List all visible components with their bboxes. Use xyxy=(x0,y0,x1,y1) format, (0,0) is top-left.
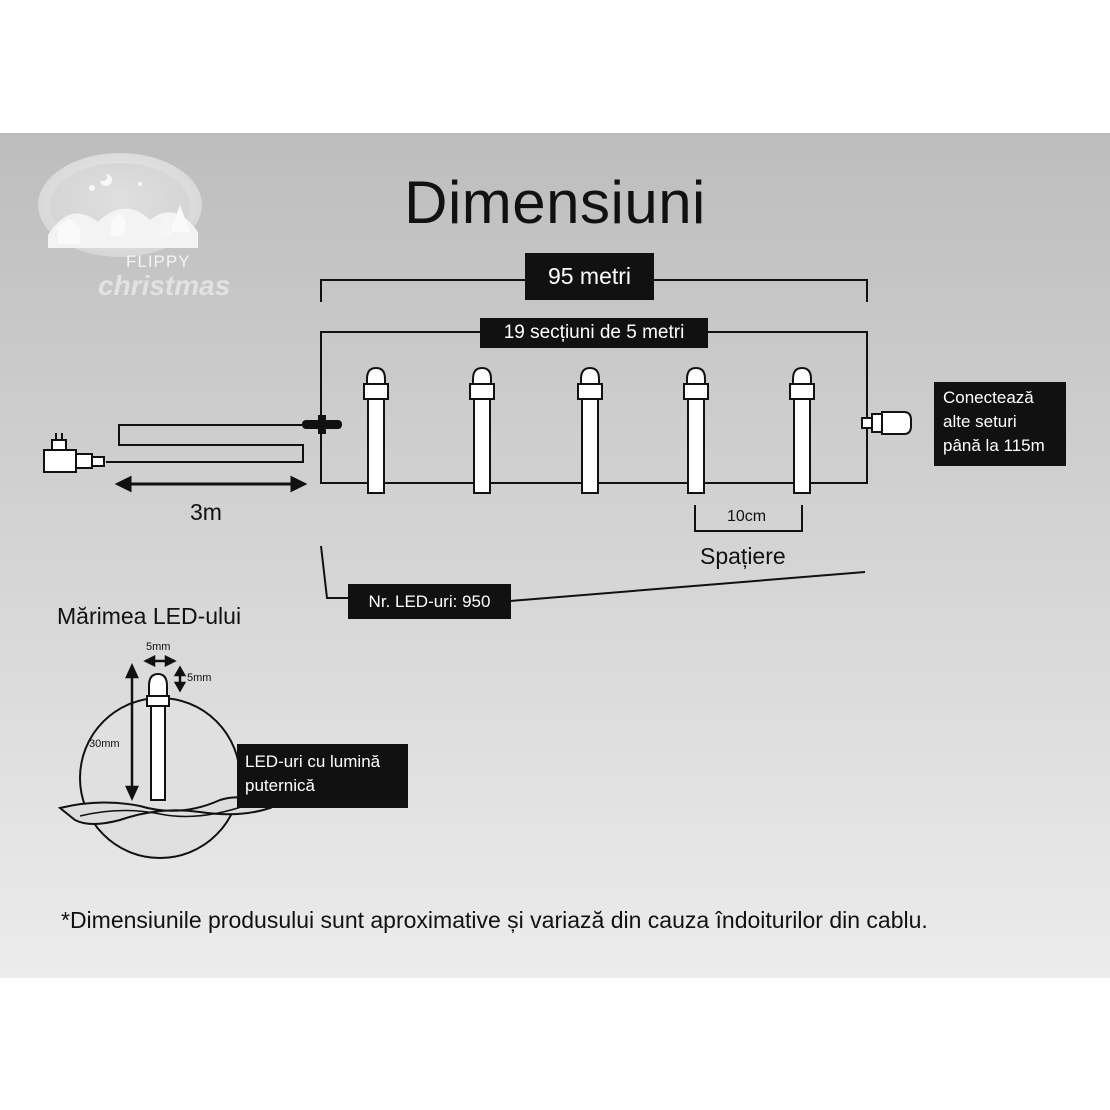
lead-cable xyxy=(106,424,321,463)
end-connector xyxy=(861,411,912,435)
led-count-pointer xyxy=(320,545,350,599)
spacing-caption: Spațiere xyxy=(700,543,786,569)
connect-line-1: Conectează xyxy=(943,388,1034,407)
footnote: *Dimensiunile produsului sunt aproximati… xyxy=(61,907,928,933)
sections-label: 19 secțiuni de 5 metri xyxy=(480,318,708,348)
connect-more-sets-box: Conectează alte seturi până la 115m xyxy=(934,382,1066,466)
led-total-height-label: 30mm xyxy=(89,738,120,750)
led-count-label: Nr. LED-uri: 950 xyxy=(348,584,511,619)
twisted-cable xyxy=(57,796,273,825)
led-size-heading: Mărimea LED-ului xyxy=(57,603,242,629)
led-3 xyxy=(577,366,603,494)
connect-line-3: până la 115m xyxy=(943,436,1045,455)
led-head-height-label: 5mm xyxy=(187,672,212,684)
led-1 xyxy=(363,366,389,494)
led-5 xyxy=(789,366,815,494)
logo-brand-top: FLIPPY xyxy=(126,252,191,271)
page-title: Dimensiuni xyxy=(404,169,706,236)
led-strand-group xyxy=(363,366,815,494)
led-description-line-1: LED-uri cu lumină xyxy=(245,752,381,771)
power-adapter xyxy=(43,433,105,473)
led-4 xyxy=(683,366,709,494)
led-description-box: LED-uri cu lumină puternică xyxy=(237,744,408,808)
led-description-line-2: puternică xyxy=(245,776,315,795)
lead-length-label: 3m xyxy=(190,499,222,525)
frame-connector xyxy=(302,415,342,434)
lead-length-arrow xyxy=(114,475,308,493)
led-2 xyxy=(469,366,495,494)
total-length-label: 95 metri xyxy=(525,253,654,300)
spacing-bracket xyxy=(694,505,803,532)
spacing-value-label: 10cm xyxy=(727,508,767,525)
logo-brand-bottom: christmas xyxy=(98,270,231,301)
led-width-label: 5mm xyxy=(146,641,171,653)
connect-line-2: alte seturi xyxy=(943,412,1017,431)
